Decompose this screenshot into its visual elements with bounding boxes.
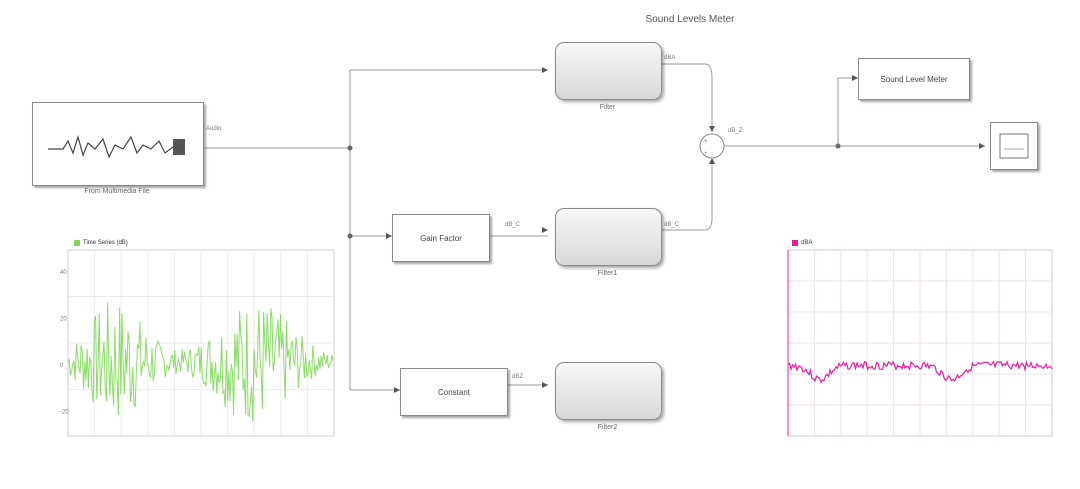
- sum-block[interactable]: + +: [697, 131, 727, 161]
- legend-swatch: [74, 240, 80, 246]
- junction-dot: [347, 145, 353, 151]
- port-label-dbz-sum: dB_Z: [728, 128, 743, 134]
- sum-sign-bot: +: [704, 151, 708, 157]
- line-filter-top-to-sum: [662, 63, 713, 132]
- series-dba: [787, 359, 1053, 384]
- waveform-icon: [48, 134, 185, 159]
- port-label-dbc-in: dB_C: [505, 222, 521, 228]
- gain-bot-text: Constant: [437, 387, 471, 397]
- source-label: From Multimedia File: [84, 188, 150, 195]
- filter-bot-block[interactable]: [555, 362, 662, 420]
- display-text: Sound Level Meter: [880, 74, 948, 84]
- junction-dot: [835, 143, 841, 149]
- y-tick-label: 0: [60, 363, 64, 369]
- legend-label: Time Series (dB): [83, 240, 128, 246]
- scope-right: dBA: [782, 238, 1058, 446]
- scope-icon: [999, 133, 1029, 159]
- port-label-dba: dBA: [664, 55, 676, 61]
- line-to-display-top: [837, 77, 858, 146]
- gain-mid-block[interactable]: Gain Factor: [392, 214, 490, 262]
- diagram-title: Sound Levels Meter: [645, 14, 735, 25]
- scope-right-plot: [787, 249, 1053, 437]
- filter-mid-block[interactable]: [555, 208, 662, 266]
- scope-left-legend: Time Series (dB): [74, 240, 128, 246]
- display-block[interactable]: Sound Level Meter: [858, 58, 970, 100]
- scope-left-plot: 40 20 0 -20: [60, 249, 335, 437]
- source-block[interactable]: [32, 102, 204, 186]
- series-time-series: [67, 302, 334, 422]
- gain-mid-text: Gain Factor: [420, 233, 462, 243]
- port-label-dbz: dBZ: [512, 374, 524, 380]
- scope-left: Time Series (dB) 40 20 0 -20: [58, 238, 340, 446]
- line-filter-mid-to-sum: [662, 158, 713, 231]
- scope-out-block[interactable]: [990, 122, 1038, 170]
- legend-label: dBA: [801, 240, 813, 246]
- port-label-audio: Audio: [206, 126, 222, 132]
- filter-mid-label: Filter1: [597, 270, 618, 277]
- sum-sign-top: +: [704, 139, 708, 145]
- filter-bot-label: Filter2: [597, 424, 618, 431]
- gain-bot-block[interactable]: Constant: [400, 368, 508, 416]
- scope-right-legend: dBA: [792, 240, 812, 246]
- legend-swatch: [792, 240, 798, 246]
- y-tick-label: 40: [60, 270, 67, 276]
- filter-top-block[interactable]: [555, 42, 662, 100]
- y-tick-label: 20: [60, 316, 67, 322]
- junction-dot: [347, 233, 353, 239]
- port-label-dbc-out: dB_C: [664, 222, 680, 228]
- y-tick-label: -20: [60, 409, 69, 415]
- filter-top-label: Filter: [599, 104, 616, 111]
